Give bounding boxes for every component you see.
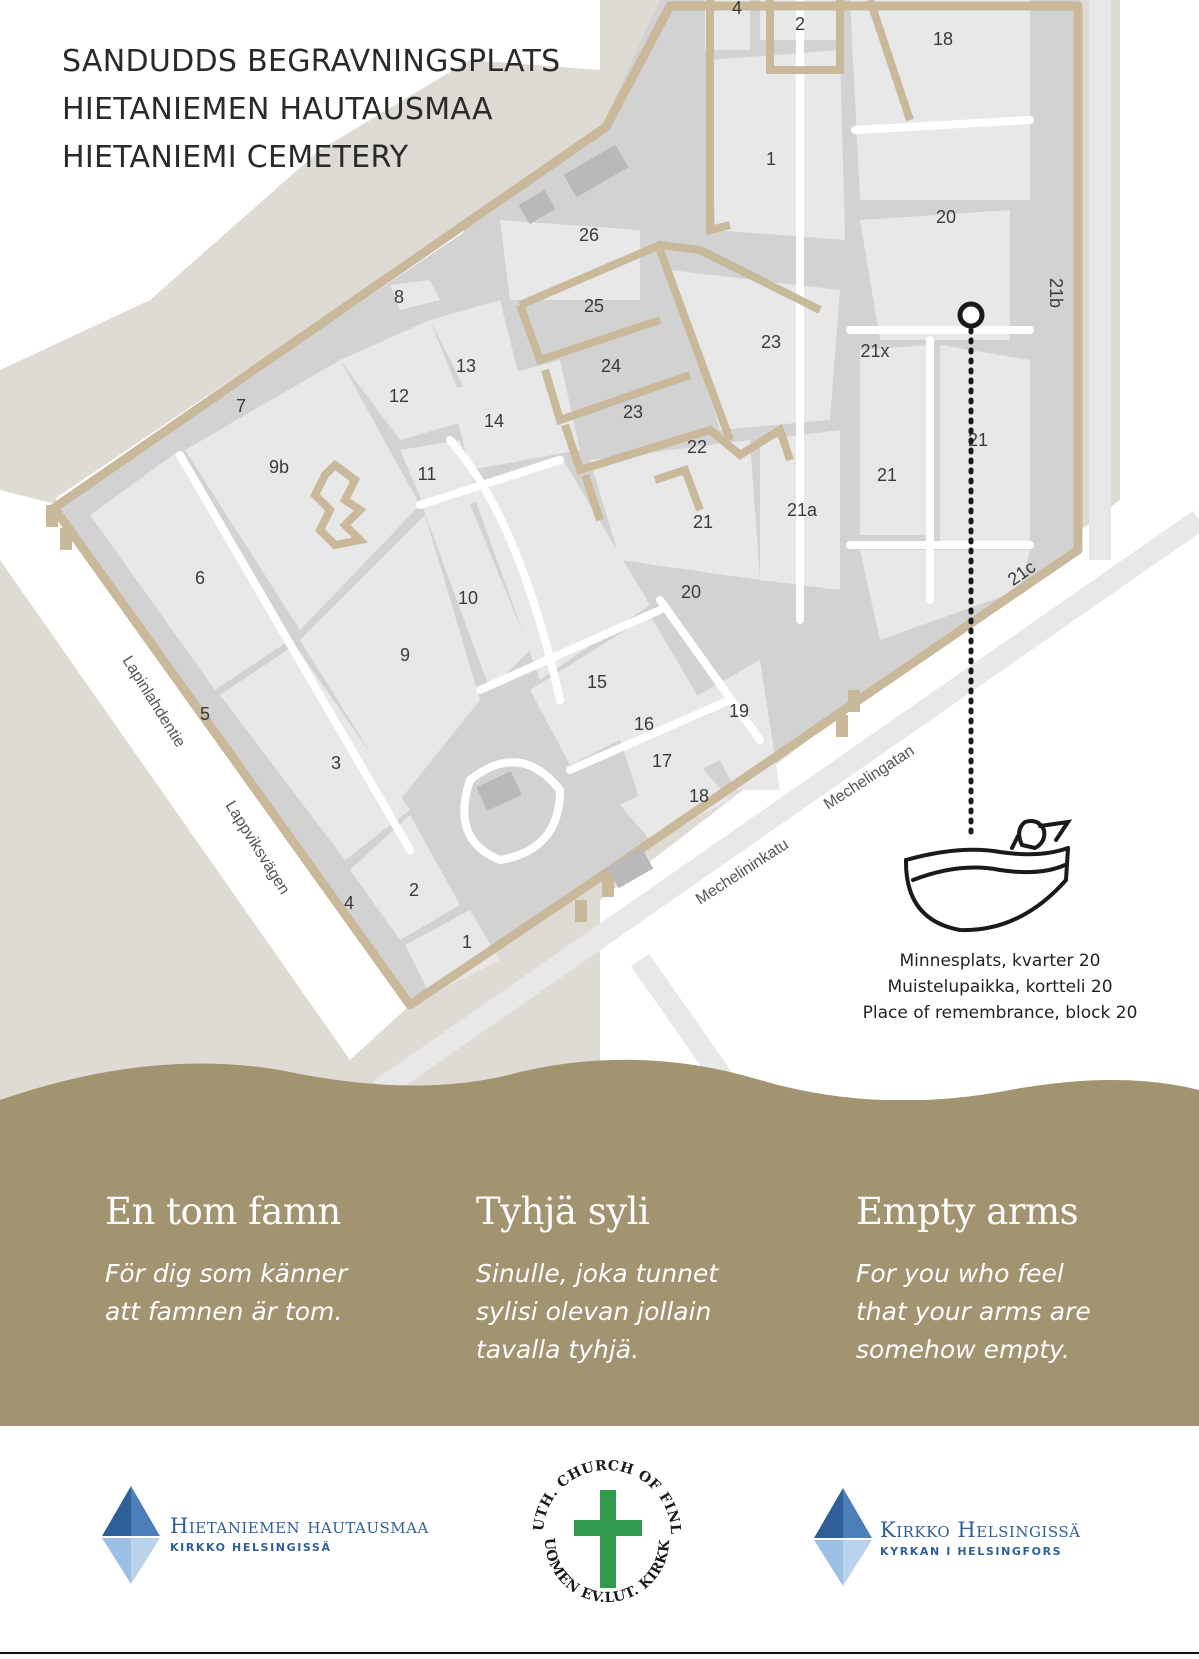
- cemetery-wall: [49, 1, 1083, 1010]
- block-label: 21x: [860, 341, 889, 361]
- block-label: 20: [936, 207, 956, 227]
- block-label: 21: [693, 512, 713, 532]
- block-label: 20: [681, 582, 701, 602]
- block-label: 23: [623, 402, 643, 422]
- title-line-sv: SANDUDDS BEGRAVNINGSPLATS: [62, 44, 561, 79]
- location-pin-icon: [957, 301, 985, 329]
- block-label: 24: [601, 356, 621, 376]
- block-label: 4: [732, 0, 742, 18]
- buildings: [476, 144, 654, 889]
- footer-logos: Hietaniemen hautausmaa KIRKKO HELSINGISS…: [0, 1426, 1199, 1659]
- block-label: 9: [400, 645, 410, 665]
- block-label: 18: [689, 786, 709, 806]
- block-label: 23: [761, 332, 781, 352]
- block-label: 2: [409, 880, 419, 900]
- street-lapinlahdentie: [0, 490, 410, 1060]
- block-label: 2: [795, 14, 805, 34]
- block-label: 19: [729, 701, 749, 721]
- heading-finnish: Tyhjä syli: [476, 1190, 650, 1233]
- interior-walls: [310, 0, 914, 550]
- gate-houses: [46, 505, 860, 922]
- block-label: 12: [389, 386, 409, 406]
- caption-line-fi: Muistelupaikka, kortteli 20: [887, 977, 1113, 997]
- remembrance-caption: Minnesplats, kvarter 20 Muistelupaikka, …: [820, 948, 1180, 1026]
- block-label: 5: [200, 704, 210, 724]
- block-label: 25: [584, 296, 604, 316]
- logo-left-sub: KIRKKO HELSINGISSÄ: [170, 1541, 332, 1554]
- block-label: 22: [687, 437, 707, 457]
- logo-left-main: Hietaniemen hautausmaa: [170, 1514, 429, 1538]
- open-area-top-left: [0, 0, 600, 370]
- block-label: 16: [634, 714, 654, 734]
- kirkko-logo-icon: [814, 1488, 872, 1586]
- block-label: 1: [766, 149, 776, 169]
- block-label: 14: [484, 411, 504, 431]
- block-label: 17: [652, 751, 672, 771]
- block-label: 11: [418, 464, 437, 484]
- column-english: Empty arms For you who feel that your ar…: [856, 1190, 1091, 1369]
- map-title: SANDUDDS BEGRAVNINGSPLATS HIETANIEMEN HA…: [62, 38, 561, 182]
- caption-line-en: Place of remembrance, block 20: [862, 1003, 1138, 1023]
- block-labels: 4 2 18 1 20 21b 26 25 23 24 21x 8 13 12 …: [195, 0, 1066, 952]
- cemetery-map: 4 2 18 1 20 21b 26 25 23 24 21x 8 13 12 …: [0, 0, 1199, 1160]
- block-label: 1: [462, 932, 472, 952]
- text-english: For you who feel that your arms are some…: [856, 1259, 1091, 1364]
- bottom-rule: [0, 1652, 1199, 1654]
- block-label: 21: [968, 430, 988, 450]
- heading-swedish: En tom famn: [105, 1190, 341, 1233]
- title-line-en: HIETANIEMI CEMETERY: [62, 140, 409, 175]
- church-seal-icon: EV. LUTH. CHURCH OF FINLAND SUOMEN EV.LU…: [523, 1442, 683, 1606]
- column-finnish: Tyhjä syli Sinulle, joka tunnet sylisi o…: [476, 1190, 718, 1369]
- block-label: 15: [587, 672, 607, 692]
- block-label: 10: [458, 588, 478, 608]
- block-label: 8: [394, 287, 404, 307]
- hietaniemi-logo-icon: [102, 1486, 160, 1584]
- logo-right-main: Kirkko Helsingissä: [880, 1518, 1081, 1542]
- title-line-fi: HIETANIEMEN HAUTAUSMAA: [62, 92, 493, 127]
- block-label: 13: [456, 356, 476, 376]
- caption-line-sv: Minnesplats, kvarter 20: [899, 951, 1101, 971]
- bowl-with-bird-icon: [903, 819, 1073, 933]
- block-label: 4: [344, 893, 354, 913]
- column-swedish: En tom famn För dig som känner att famne…: [105, 1190, 347, 1331]
- block-label: 3: [331, 753, 341, 773]
- map-blocks: [90, 0, 1030, 995]
- block-label: 7: [236, 396, 246, 416]
- logo-right-sub: KYRKAN I HELSINGFORS: [880, 1545, 1063, 1558]
- block-label: 26: [579, 225, 599, 245]
- block-label: 21a: [787, 500, 818, 520]
- logo-right-text: Kirkko Helsingissä KYRKAN I HELSINGFORS: [880, 1518, 1080, 1558]
- block-label: 18: [933, 29, 953, 49]
- logo-left-text: Hietaniemen hautausmaa KIRKKO HELSINGISS…: [170, 1514, 429, 1554]
- block-label: 21: [877, 465, 897, 485]
- text-swedish: För dig som känner att famnen är tom.: [105, 1259, 348, 1326]
- text-finnish: Sinulle, joka tunnet sylisi olevan jolla…: [476, 1259, 719, 1364]
- block-label: 6: [195, 568, 205, 588]
- message-band: [0, 1100, 1199, 1426]
- heading-english: Empty arms: [856, 1190, 1079, 1233]
- block-label: 9b: [269, 457, 289, 477]
- block-label: 21b: [1046, 278, 1066, 308]
